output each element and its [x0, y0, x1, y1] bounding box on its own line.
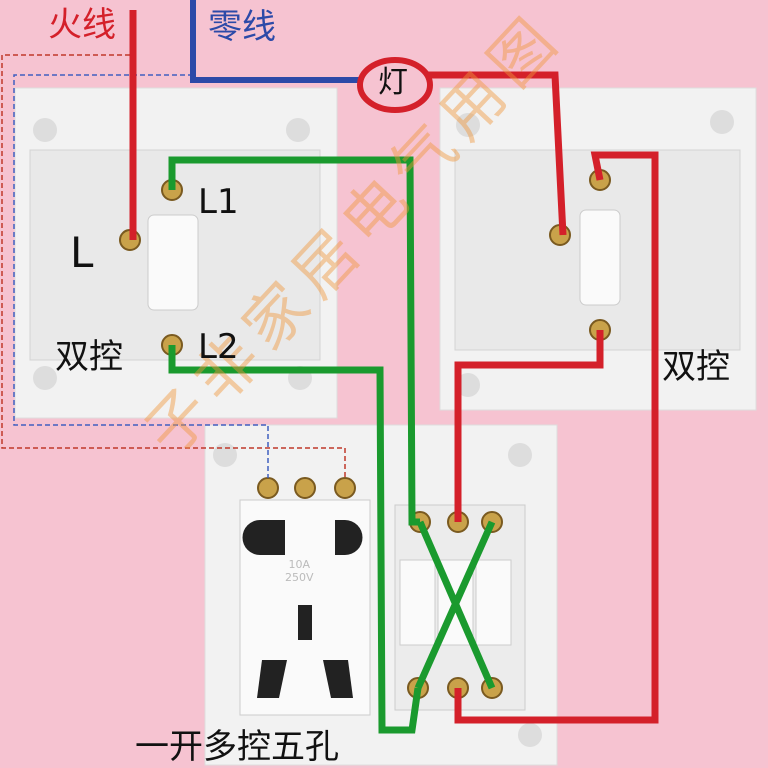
neutral-wire — [190, 0, 362, 83]
lamp-label: 灯 — [378, 65, 408, 100]
right-switch-label: 双控 — [662, 347, 730, 387]
l1-wire — [168, 156, 420, 526]
terminal-l2-label: L2 — [198, 327, 239, 367]
left-switch-label: 双控 — [55, 337, 123, 377]
socket-neutral-dashed — [13, 74, 269, 478]
socket-rating: 10A 250V — [285, 558, 314, 584]
bottom-panel-label: 一开多控五孔 — [135, 727, 339, 767]
socket-live-dashed — [1, 54, 346, 478]
neutral-wire-label: 零线 — [208, 7, 276, 47]
cross-wire-2 — [414, 520, 496, 690]
socket-rating-voltage: 250V — [285, 571, 314, 585]
terminal-l1-label: L1 — [198, 182, 239, 222]
lamp-symbol — [357, 57, 433, 113]
socket-rating-current: 10A — [288, 558, 311, 571]
right-bottom-wire — [454, 330, 604, 522]
terminal-l-label: L — [70, 228, 94, 277]
lamp-wire — [428, 71, 567, 236]
live-wire-label: 火线 — [48, 5, 116, 45]
l2-wire — [168, 345, 422, 734]
right-top-wire — [454, 151, 659, 724]
